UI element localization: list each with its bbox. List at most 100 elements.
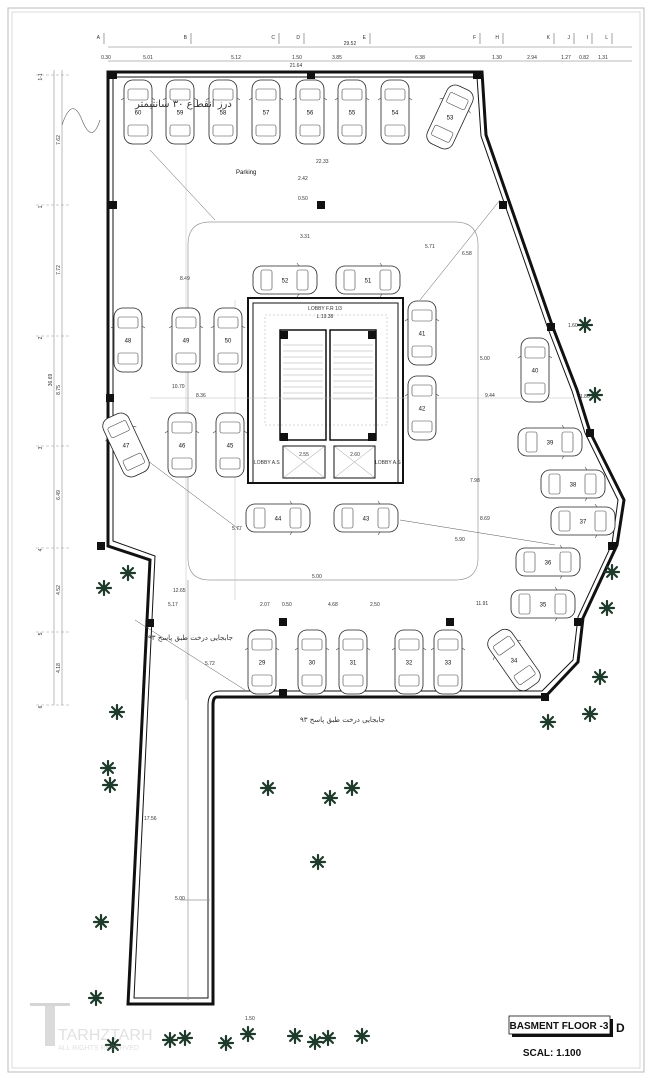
dimension-label: 3.31 — [300, 234, 310, 240]
column — [368, 331, 376, 339]
dimension-label: 1.60 — [568, 323, 578, 329]
scale-label: SCAL: 1.100 — [523, 1048, 582, 1059]
parking-space-car: 40 — [517, 337, 553, 403]
parking-space-number: 45 — [227, 444, 234, 450]
parking-space-number: 49 — [183, 339, 190, 345]
parking-space-number: 39 — [547, 441, 554, 447]
dimension-label: 22.33 — [316, 159, 329, 165]
grid-row-label: 1 — [38, 205, 44, 208]
tree-icon — [119, 564, 137, 582]
column — [97, 542, 105, 550]
parking-space-car: 52 — [252, 262, 318, 298]
tree-icon — [161, 1031, 179, 1049]
column — [473, 71, 481, 79]
parking-space-number: 43 — [363, 517, 370, 523]
parking-space-car: 57 — [248, 79, 284, 145]
parking-space-number: 60 — [135, 111, 142, 117]
elevator-1-dim: 2.55 — [299, 452, 309, 458]
tree-icon — [176, 1029, 194, 1047]
parking-space-car: 42 — [404, 375, 440, 441]
parking-space-number: 30 — [309, 661, 316, 667]
parking-space-car: 41 — [404, 300, 440, 366]
parking-space-number: 48 — [125, 339, 132, 345]
grid-col-label: E — [363, 35, 367, 41]
parking-space-number: 38 — [570, 483, 577, 489]
tree-icon — [239, 1025, 257, 1043]
top-dim-segment: 1.27 — [561, 55, 571, 61]
expansion-joint-note: درز انقطاع ۳۰ سانتیمتر — [134, 99, 232, 110]
tree-icon — [99, 759, 117, 777]
parking-space-car: 60 — [120, 79, 156, 145]
dimension-label: 2.07 — [260, 602, 270, 608]
tree-icon — [603, 563, 621, 581]
parking-space-number: 57 — [263, 111, 270, 117]
dimension-label: 8.49 — [180, 276, 190, 282]
parking-space-number: 29 — [259, 661, 266, 667]
grid-col-label: I — [587, 35, 588, 41]
top-dim-segment: 3.85 — [332, 55, 342, 61]
left-dim-segment: 7.72 — [56, 265, 62, 275]
dimension-label: 1.50 — [245, 1016, 255, 1022]
dimension-label: 11.91 — [476, 601, 488, 607]
dimension-label: 6.58 — [462, 251, 472, 257]
tree-icon — [586, 386, 604, 404]
parking-space-car: 59 — [162, 79, 198, 145]
tree-icon — [343, 779, 361, 797]
dimension-label: 12.65 — [173, 588, 186, 594]
dimension-label: 1.80 — [580, 394, 590, 400]
grid-col-label: C — [271, 35, 275, 41]
tarhztarh-watermark: TARHZTARH ALL RIGHTS RESERVED — [30, 1003, 153, 1052]
column — [574, 618, 582, 626]
tree-icon — [259, 779, 277, 797]
grid-row-label: 1-1 — [38, 73, 44, 80]
top-dim-segment: 0.30 — [101, 55, 111, 61]
lobby-length-label: L:19.38 — [317, 314, 334, 320]
parking-space-car: 46 — [164, 412, 200, 478]
parking-space-car: 36 — [515, 544, 581, 580]
parking-space-car: 48 — [110, 307, 146, 373]
grid-col-label: H — [495, 35, 499, 41]
tree-icon — [591, 668, 609, 686]
grid-col-label: L — [605, 35, 608, 41]
dimension-label: 5.72 — [205, 661, 215, 667]
top-dim-segment: 1.31 — [598, 55, 608, 61]
sheet-frame-inner — [11, 11, 641, 1069]
structural-columns — [97, 71, 616, 701]
tree-icon — [306, 1033, 324, 1051]
parking-space-number: 40 — [532, 369, 539, 375]
parking-space-car: 55 — [334, 79, 370, 145]
column — [541, 693, 549, 701]
parking-label: Parking — [236, 170, 256, 176]
dimension-label: 5.00 — [175, 896, 185, 902]
column — [106, 394, 114, 402]
parking-space-car: 30 — [294, 629, 330, 695]
parking-space-car: 39 — [517, 424, 583, 460]
column — [317, 201, 325, 209]
parking-space-number: 47 — [123, 444, 130, 450]
left-dim-segment: 4.52 — [56, 585, 62, 595]
parking-space-number: 36 — [545, 561, 552, 567]
top-dim-segment: 5.12 — [231, 55, 241, 61]
dimension-label: 5.00 — [312, 574, 322, 580]
parking-space-car: 44 — [245, 500, 311, 536]
watermark-rights: ALL RIGHTS RESERVED — [58, 1045, 139, 1052]
tree-icon — [353, 1027, 371, 1045]
parking-space-car: 54 — [377, 79, 413, 145]
parking-space-number: 32 — [406, 661, 413, 667]
parking-space-number: 53 — [447, 116, 454, 122]
grid-col-label: B — [184, 35, 188, 41]
lobby-fr-label: LOBBY F.R 1/3 — [308, 306, 342, 312]
driving-aisle — [187, 221, 479, 581]
top-dim-inner: 21.64 — [290, 63, 303, 69]
tree-icon — [217, 1034, 235, 1052]
parking-space-car: 50 — [210, 307, 246, 373]
parking-space-car: 43 — [333, 500, 399, 536]
grid-col-label: D — [296, 35, 300, 41]
left-dim-segment: 4.18 — [56, 663, 62, 673]
column — [499, 201, 507, 209]
dimension-label: 4.68 — [328, 602, 338, 608]
parking-space-car: 45 — [212, 412, 248, 478]
column — [547, 323, 555, 331]
parking-space-number: 31 — [350, 661, 357, 667]
